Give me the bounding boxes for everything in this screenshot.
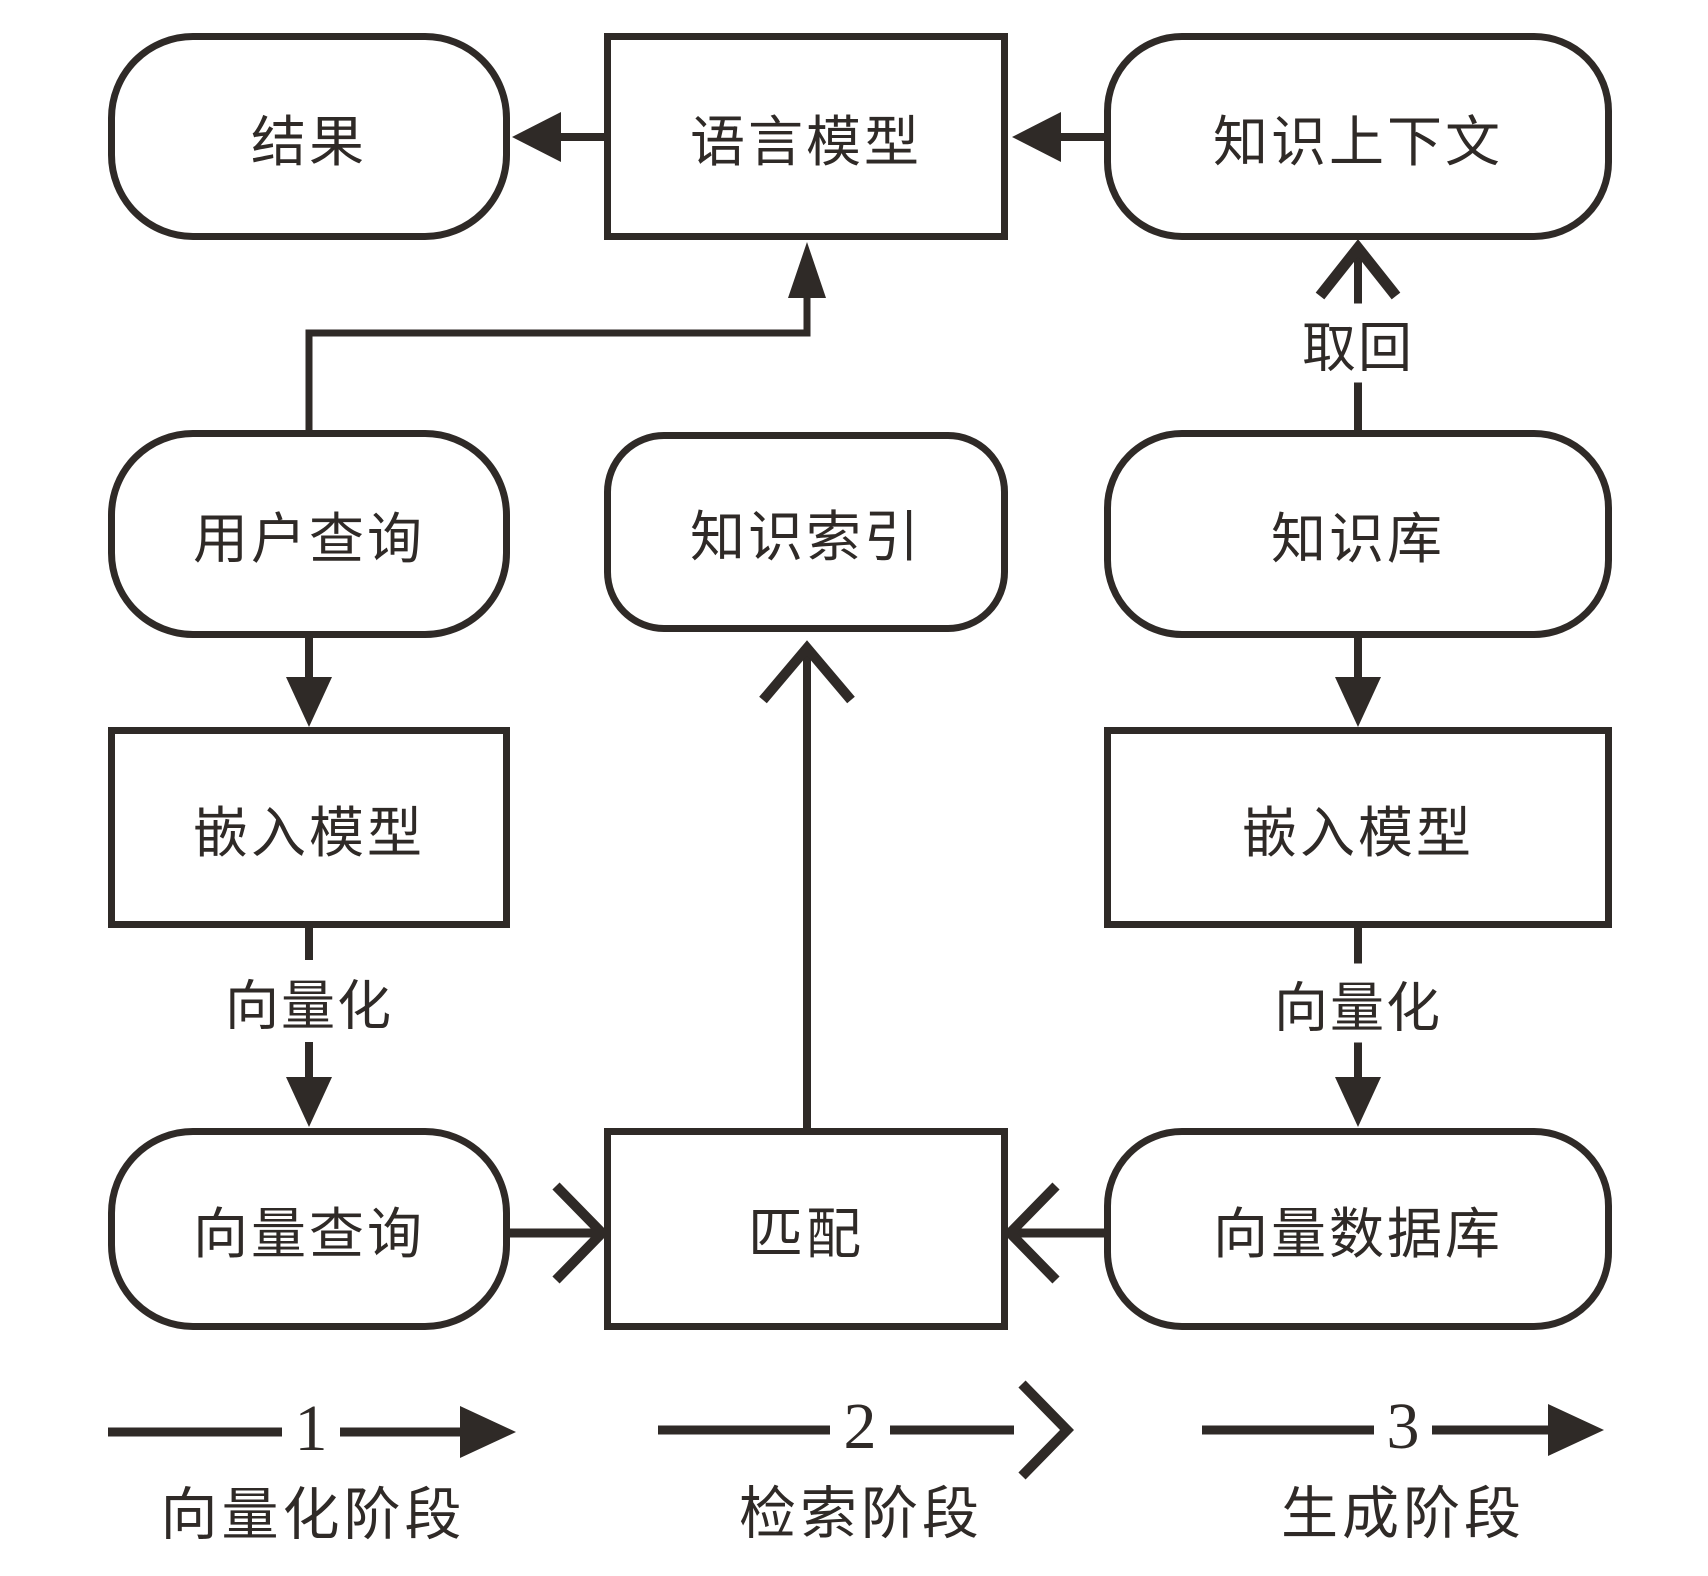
arrow-user-query-to-language-model [305,242,826,430]
legend-label-generation-phase: 生成阶段 [1281,1483,1525,1546]
legend-number-3: 3 [1380,1389,1426,1465]
node-knowledge-base-label: 知识库 [1270,509,1445,570]
legend-label-vectorization-phase: 向量化阶段 [160,1484,466,1547]
node-embedding-model-right: 嵌入模型 [1104,727,1612,928]
node-result-label: 结果 [250,111,367,173]
node-result: 结果 [108,33,510,240]
node-embedding-model-left-label: 嵌入模型 [192,802,425,864]
node-knowledge-index: 知识索引 [604,432,1008,632]
node-user-query-label: 用户查询 [192,509,425,570]
arrow-match-to-knowledge-index [759,640,855,1128]
node-user-query: 用户查询 [108,430,510,638]
node-match-label: 匹配 [747,1204,864,1265]
node-knowledge-context: 知识上下文 [1104,33,1612,240]
node-vector-database: 向量数据库 [1104,1128,1612,1330]
node-language-model-label: 语言模型 [689,111,922,173]
node-match: 匹配 [604,1128,1008,1330]
legend-label-retrieval-phase: 检索阶段 [739,1483,983,1546]
arrow-knowledge-base-to-embedding-model-right [1335,638,1381,727]
legend-number-2: 2 [837,1389,883,1465]
edge-label-vectorize-left: 向量化 [225,961,393,1041]
node-embedding-model-left: 嵌入模型 [108,727,510,928]
node-vector-query-label: 向量查询 [192,1204,425,1265]
node-knowledge-context-label: 知识上下文 [1212,111,1503,173]
node-embedding-model-right-label: 嵌入模型 [1241,802,1474,864]
arrow-vector-query-to-match [510,1182,609,1284]
node-knowledge-base: 知识库 [1104,430,1612,638]
node-vector-query: 向量查询 [108,1128,510,1330]
edge-label-retrieve: 取回 [1302,303,1414,383]
arrow-language-model-to-result [512,112,604,162]
edge-label-vectorize-right: 向量化 [1274,963,1442,1043]
arrow-user-query-to-embedding-model-left [286,638,332,727]
legend-number-1: 1 [288,1391,334,1467]
node-knowledge-index-label: 知识索引 [689,507,922,568]
arrow-knowledge-context-to-language-model [1012,112,1104,162]
node-language-model: 语言模型 [604,33,1008,240]
node-vector-database-label: 向量数据库 [1212,1204,1503,1265]
arrow-vector-database-to-match [1003,1182,1104,1284]
